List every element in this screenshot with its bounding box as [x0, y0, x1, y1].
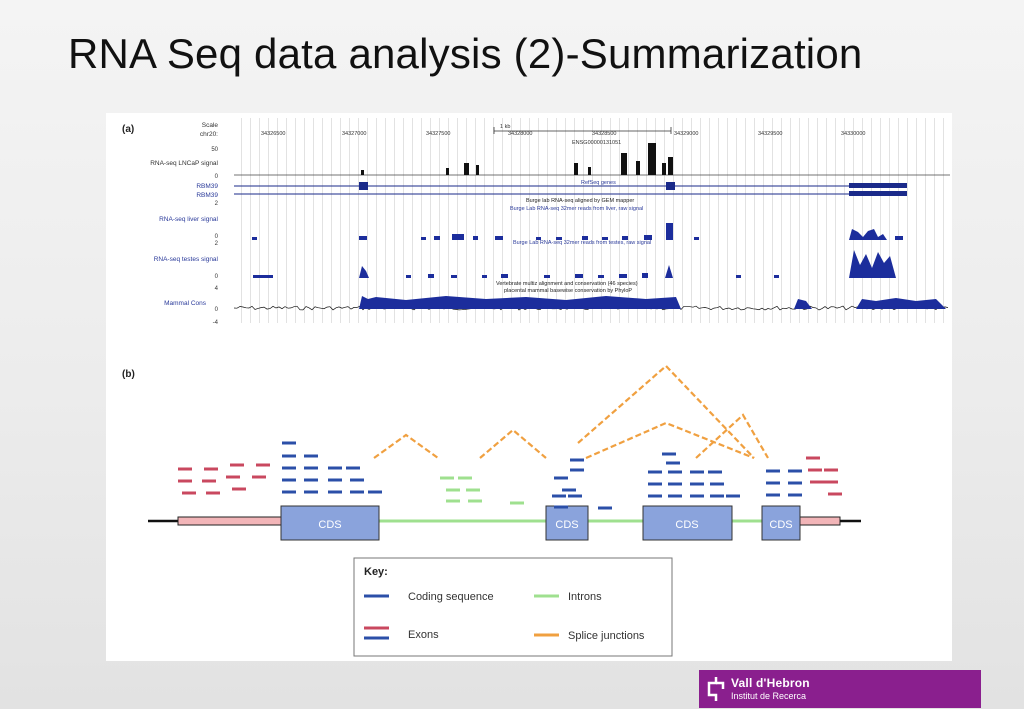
logo-subtitle: Institut de Recerca: [731, 691, 807, 701]
liver-caption: Burge lab RNA-seq aligned by GEM mapper: [526, 198, 634, 204]
coordinate-label: 34327000: [342, 131, 366, 137]
browser-grid: [234, 118, 950, 323]
conservation-blocks: [359, 296, 946, 309]
refseq-title: RefSeq genes: [581, 180, 616, 186]
cds-label: CDS: [675, 519, 698, 531]
scale-bar-label: 1 kb: [500, 124, 510, 130]
key-box: Key: Coding sequence Introns Exons Splic…: [353, 557, 673, 657]
panel-a-label: (a): [122, 124, 134, 135]
gene-label-1: RBM39: [196, 183, 218, 190]
cds-block-4: [761, 505, 801, 541]
cds-label: CDS: [555, 519, 578, 531]
key-label-introns: Introns: [568, 591, 602, 603]
scale-label: Scale: [202, 122, 219, 129]
conservation-caption: Vertebrate multiz alignment and conserva…: [496, 281, 638, 287]
cds-label: CDS: [318, 519, 341, 531]
liver-ymin: 0: [215, 234, 219, 240]
cons-ymin: -4: [213, 320, 219, 326]
coordinate-labels: 34326500 34327000 34327500 34328000 34328500…: [261, 131, 865, 137]
liver-ymax: 2: [215, 201, 219, 207]
coordinate-label: 34326500: [261, 131, 285, 137]
coordinate-label: 34329000: [674, 131, 698, 137]
institute-logo: Vall d'Hebron Institut de Recerca: [699, 670, 981, 708]
key-label-splice: Splice junctions: [568, 630, 645, 642]
coordinate-label: 34329500: [758, 131, 782, 137]
key-title: Key:: [364, 566, 388, 578]
gene-label-2: RBM39: [196, 192, 218, 199]
conservation-subcaption: placental mammal basewise conservation b…: [504, 288, 632, 294]
gene-model: [148, 516, 861, 526]
track-label-cons: Mammal Cons: [164, 300, 207, 307]
scale-bar: 1 kb: [493, 124, 672, 134]
logo-mark-icon: [707, 677, 725, 701]
lncap-ymax: 50: [211, 147, 218, 153]
coordinate-label: 34327500: [426, 131, 450, 137]
cds-label: CDS: [769, 519, 792, 531]
liver-subcaption: Burge Lab RNA-seq 32mer reads from liver…: [510, 206, 643, 212]
lncap-ymin: 0: [215, 174, 219, 180]
testes-ymin: 0: [215, 274, 219, 280]
panel-b: (b) CDS CDS CDS CDS: [122, 364, 861, 657]
logo-name: Vall d'Hebron: [731, 676, 810, 690]
cons-ymid: 0: [215, 307, 219, 313]
cds-blocks: CDS CDS CDS CDS: [280, 505, 801, 541]
testes-caption: Burge Lab RNA-seq 32mer reads from teste…: [513, 240, 651, 246]
splice-junctions: [373, 364, 769, 460]
key-label-coding: Coding sequence: [408, 591, 494, 603]
track-label-lncap: RNA-seq LNCaP signal: [150, 160, 218, 167]
slide-title: RNA Seq data analysis (2)-Summarization: [68, 30, 863, 77]
lncap-signal: [361, 143, 673, 175]
coordinate-label: 34328000: [508, 131, 532, 137]
testes-ymax: 2: [215, 241, 219, 247]
key-label-exons: Exons: [408, 629, 439, 641]
testes-signal: [253, 250, 896, 278]
coordinate-label: 34328500: [592, 131, 616, 137]
coordinate-label: 34330000: [841, 131, 865, 137]
cons-ymax: 4: [215, 286, 219, 292]
chrom-label: chr20:: [200, 131, 218, 138]
panel-b-label: (b): [122, 369, 135, 380]
track-label-liver: RNA-seq liver signal: [159, 216, 218, 223]
refseq-gene-models: [234, 182, 907, 196]
gene-id: ENSG00000131051: [572, 140, 621, 146]
liver-signal: [252, 223, 903, 240]
sequencing-reads: [178, 441, 842, 510]
cds-block-3: [642, 505, 733, 541]
cds-block-1: [280, 505, 380, 541]
track-label-testes: RNA-seq testes signal: [154, 256, 219, 263]
